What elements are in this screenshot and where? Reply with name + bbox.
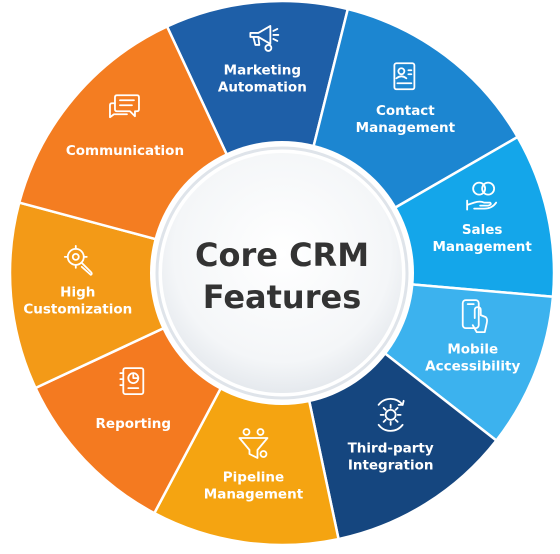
- segment-label-marketing-line1: Marketing: [224, 62, 301, 78]
- segment-label-mobile-line2: Accessibility: [425, 359, 520, 375]
- contact-card-icon: [393, 62, 416, 91]
- segment-label-sales-line2: Management: [432, 239, 532, 255]
- segment-label-marketing-line2: Automation: [218, 79, 307, 95]
- segment-label-contact-line1: Contact: [376, 103, 435, 119]
- center-title-line1: Core CRM: [195, 236, 369, 274]
- hub-inner-ring: [155, 146, 409, 400]
- megaphone-gear-icon: [249, 25, 280, 52]
- chat-bubbles-icon: [109, 94, 140, 119]
- segment-label-reporting-line1: Reporting: [96, 416, 172, 432]
- segment-label-thirdparty-line2: Integration: [348, 457, 434, 473]
- segment-label-customization-line2: Customization: [23, 301, 132, 317]
- report-chart-icon: [119, 367, 145, 396]
- mobile-touch-icon: [461, 299, 488, 334]
- segment-label-communication-line1: Communication: [66, 143, 184, 159]
- segment-label-thirdparty-line1: Third-party: [348, 440, 434, 456]
- coins-hand-icon: [466, 181, 498, 211]
- gear-cycle-icon: [377, 398, 405, 432]
- segment-label-pipeline-line1: Pipeline: [223, 470, 284, 486]
- segment-label-sales-line1: Sales: [462, 222, 503, 238]
- segment-label-pipeline-line2: Management: [204, 487, 304, 503]
- segment-label-contact-line2: Management: [356, 120, 456, 136]
- wrench-gear-icon: [63, 244, 93, 276]
- funnel-people-icon: [238, 428, 269, 459]
- center-title-line2: Features: [203, 278, 361, 316]
- hub-disc: [162, 153, 402, 393]
- segment-label-customization-line1: High: [60, 284, 95, 300]
- segment-label-mobile-line1: Mobile: [447, 342, 498, 358]
